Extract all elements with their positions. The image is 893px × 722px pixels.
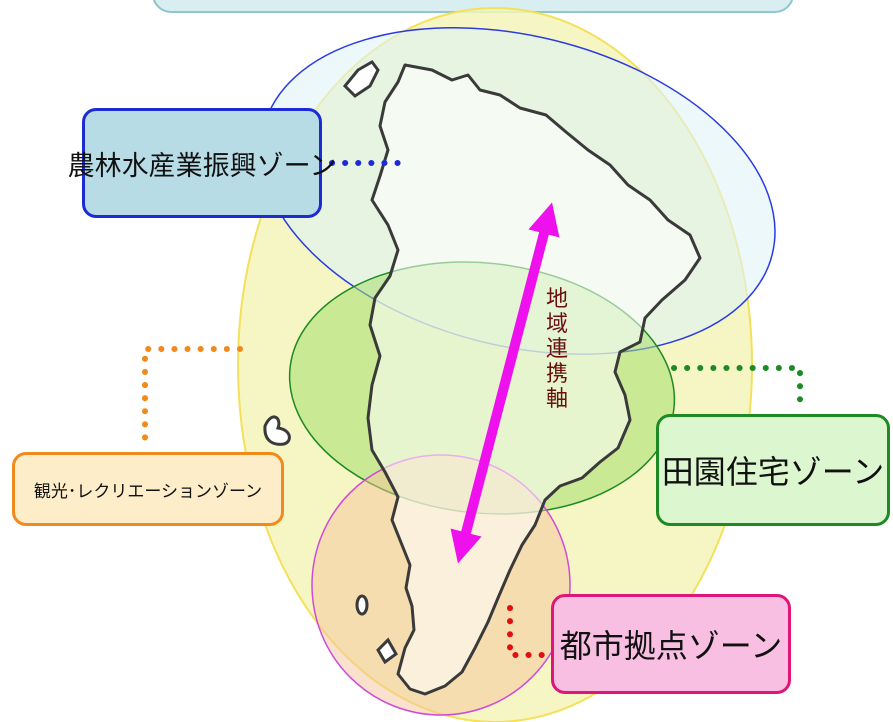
- axis-char: 軸: [545, 387, 568, 412]
- rural-zone-label: 田園住宅ゾーン: [656, 414, 890, 526]
- island-south: [355, 594, 369, 616]
- island-southeast: [376, 637, 398, 665]
- tourism-connector: [142, 346, 243, 449]
- island-north: [342, 60, 380, 98]
- urban-connector: [507, 605, 547, 658]
- tourism-zone-label: 観光･レクリエーションゾーン: [12, 452, 284, 526]
- urban-zone-label: 都市拠点ゾーン: [551, 594, 791, 694]
- axis-char: 連: [545, 337, 568, 362]
- axis-char: 域: [545, 312, 568, 337]
- axis-char: 携: [545, 362, 568, 387]
- axis-char: 地: [545, 287, 568, 312]
- regional-axis-label: 地 域 連 携 軸: [542, 287, 572, 412]
- farm-zone-label: 農林水産業振興ゾーン: [68, 108, 336, 218]
- regional-axis-arrow: [450, 202, 560, 564]
- rural-connector: [671, 365, 803, 407]
- island-west: [263, 415, 291, 446]
